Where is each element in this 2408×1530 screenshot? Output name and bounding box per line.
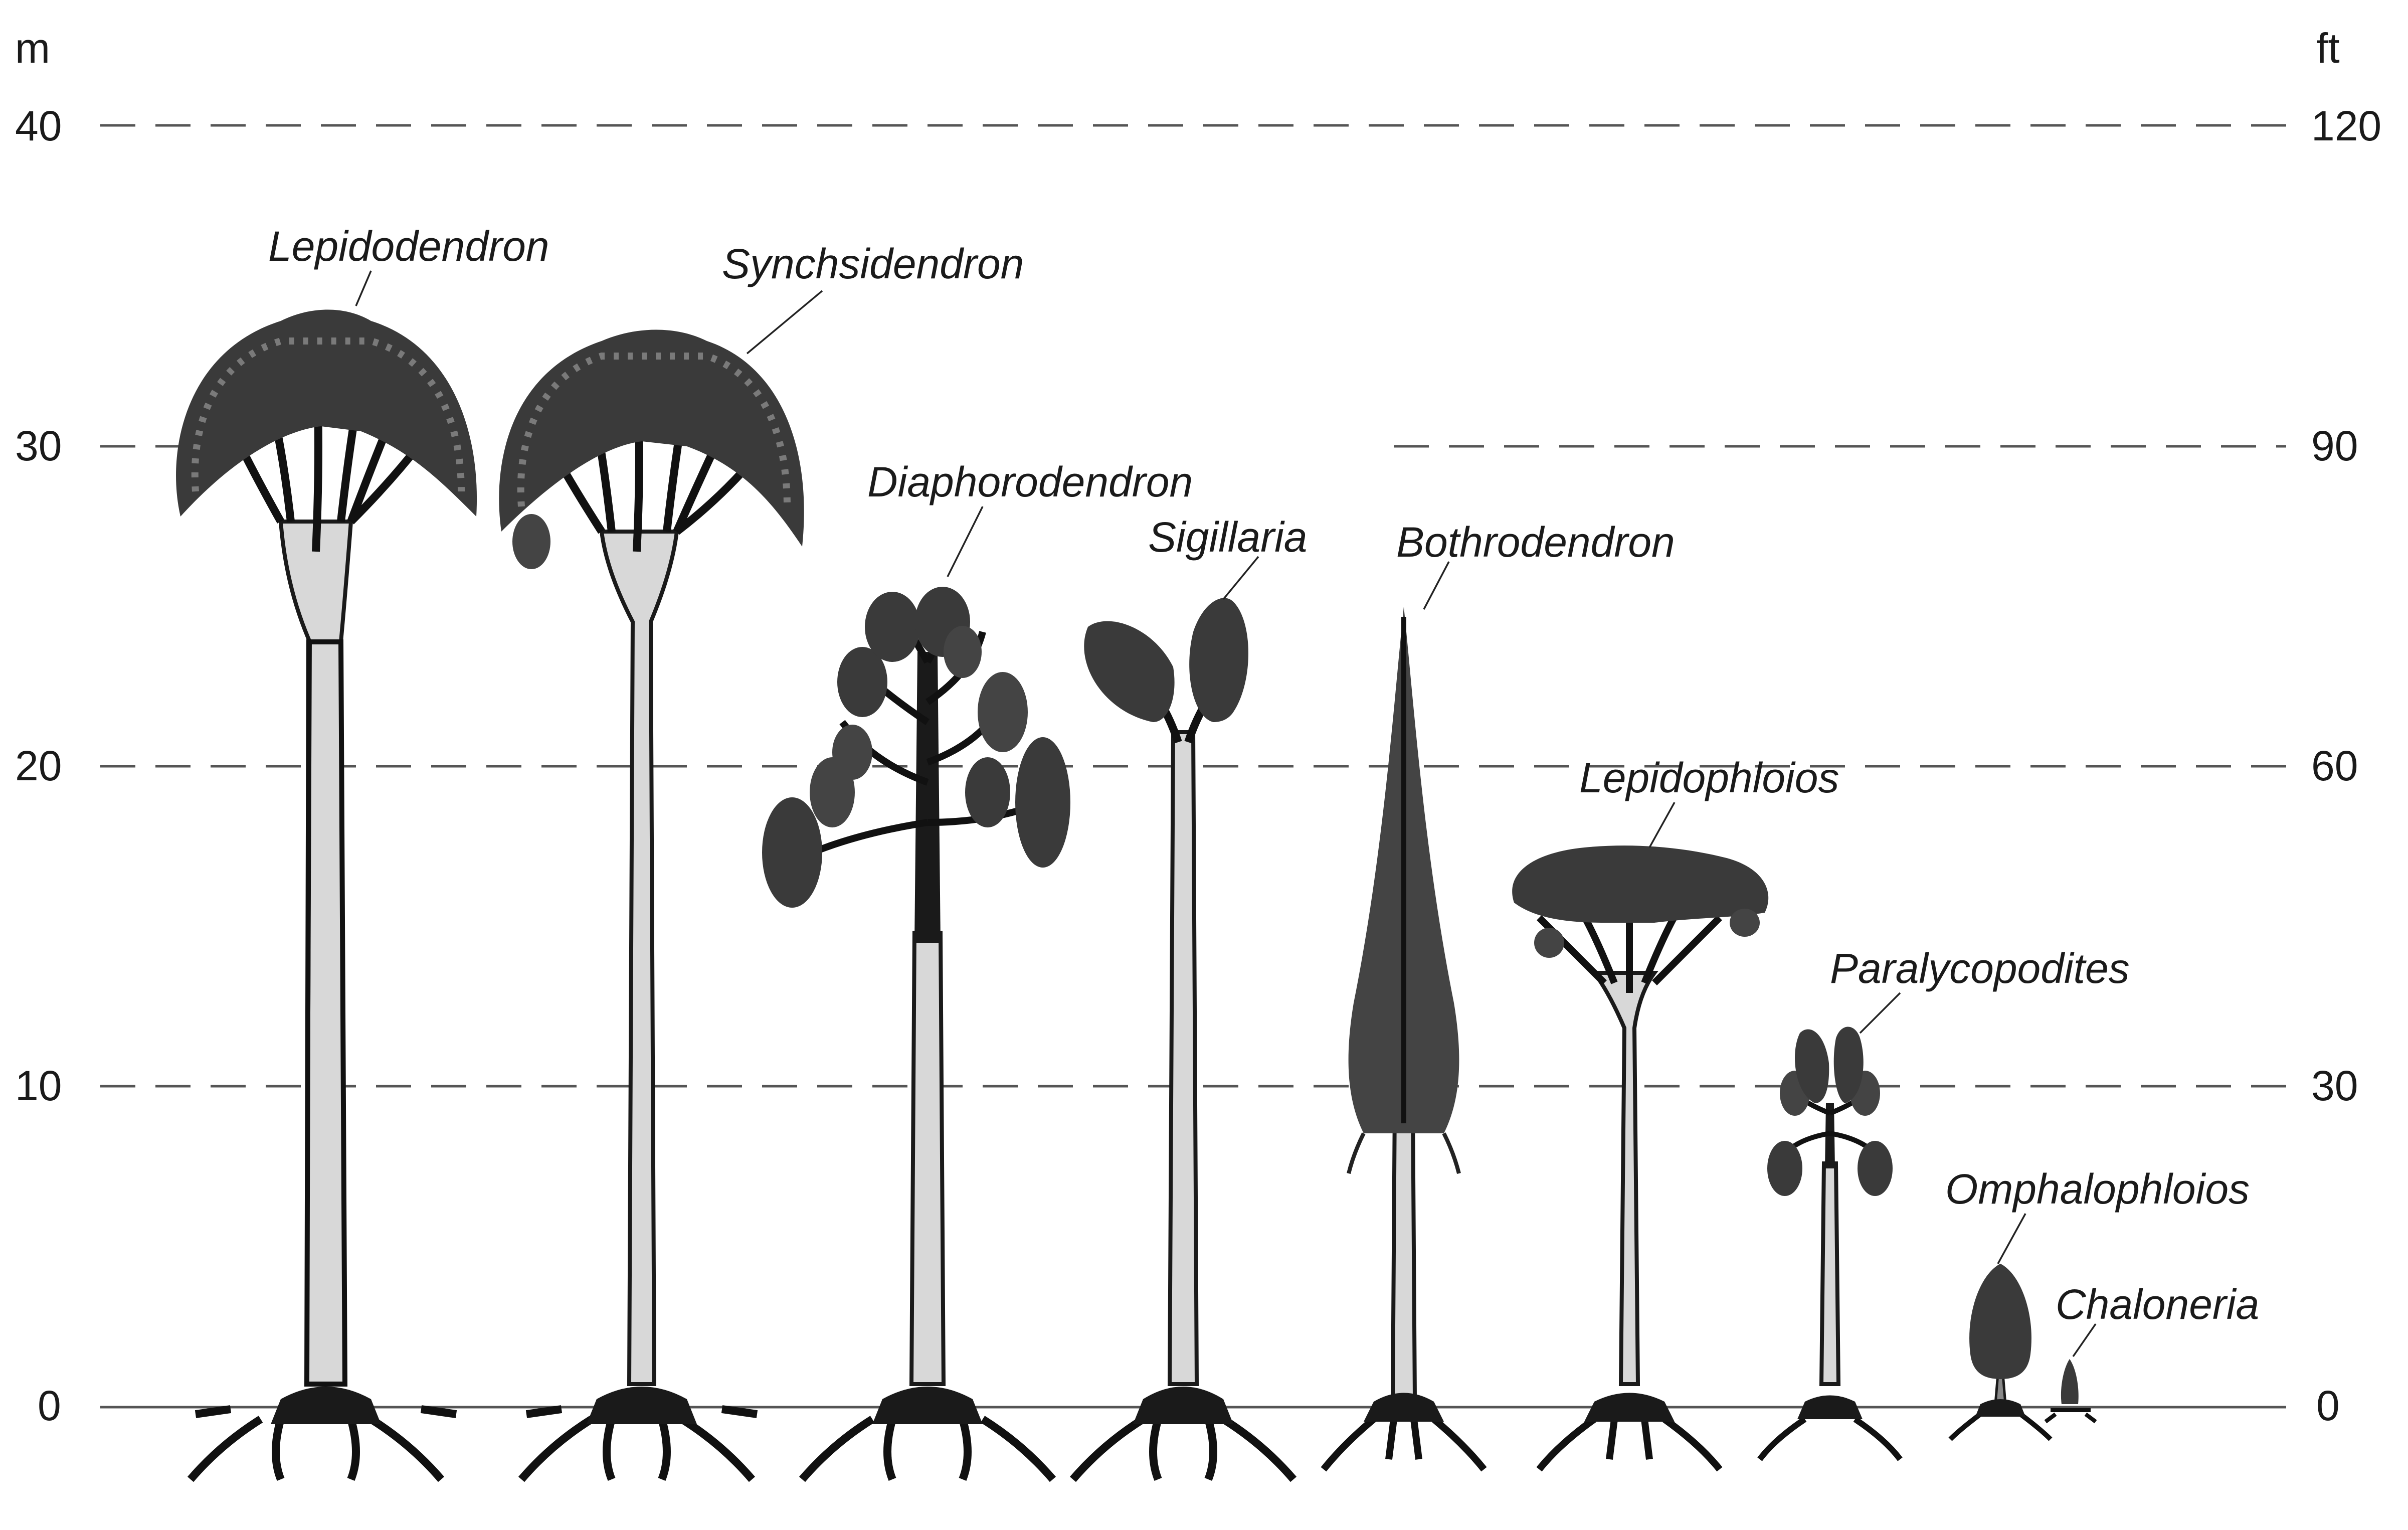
tree-sigillaria	[1069, 598, 1297, 1482]
right-tick-label: 30	[2311, 1062, 2358, 1109]
tree-chaloneria	[2044, 1359, 2097, 1424]
right-tick-label: 120	[2311, 102, 2381, 149]
tree-paralycopodites	[1757, 1027, 1903, 1461]
left-tick-label: 10	[15, 1062, 62, 1109]
right-tick-label: 60	[2311, 742, 2358, 789]
leader-lines	[355, 270, 2097, 1357]
right-unit-label: ft	[2316, 25, 2340, 72]
right-tick-label: 90	[2311, 422, 2358, 469]
tree-bothrodendron	[1321, 607, 1487, 1472]
label-chaloneria: Chaloneria	[2056, 1281, 2259, 1328]
label-diaphorodendron: Diaphorodendron	[867, 458, 1193, 505]
right-tick-label: 0	[2316, 1382, 2340, 1429]
left-tick-label: 20	[15, 742, 62, 789]
tree-omphalophloios	[1948, 1264, 2053, 1441]
label-synchsidendron: Synchsidendron	[722, 240, 1024, 287]
tree-lepidophloios	[1512, 845, 1769, 1472]
label-bothrodendron: Bothrodendron	[1396, 519, 1675, 566]
tree-lepidodendron	[176, 309, 477, 1482]
label-omphalophloios: Omphalophloios	[1945, 1165, 2250, 1213]
left-unit-label: m	[15, 25, 50, 72]
tree-synchsidendron	[499, 329, 804, 1482]
label-sigillaria: Sigillaria	[1148, 514, 1307, 561]
label-lepidophloios: Lepidophloios	[1579, 754, 1839, 801]
label-lepidodendron: Lepidodendron	[268, 223, 549, 270]
left-tick-label: 30	[15, 422, 62, 469]
tree-diaphorodendron	[762, 587, 1070, 1482]
left-tick-label: 40	[15, 102, 62, 149]
label-paralycopodites: Paralycopodites	[1830, 945, 2130, 992]
left-tick-label: 0	[38, 1382, 61, 1429]
